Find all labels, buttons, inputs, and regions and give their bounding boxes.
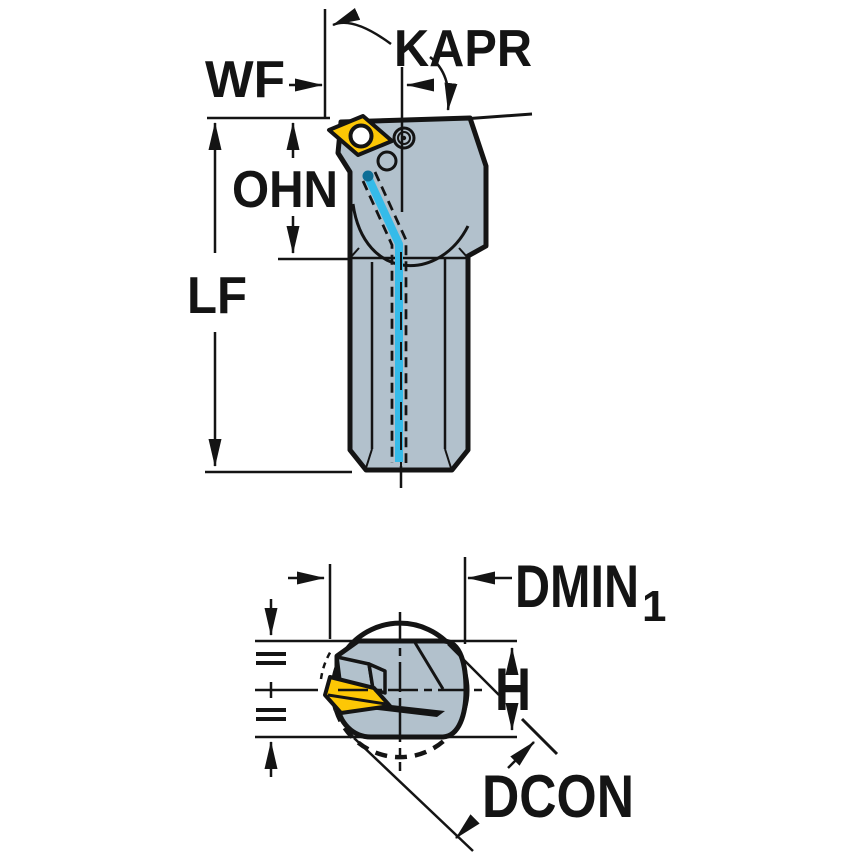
head-blend-arc: [351, 203, 470, 268]
pocket-edge-line: [412, 640, 445, 690]
lf-label: LF: [187, 267, 247, 325]
insert-hole: [348, 123, 374, 149]
dcon-arrow-upper: [507, 741, 535, 769]
shank-bottom-chamfer-right: [444, 448, 452, 469]
h-label: H: [495, 656, 531, 723]
insert-clearance-dash-arc: [319, 650, 333, 680]
clamp-screw-inner: [397, 131, 411, 145]
coolant-channel: [364, 175, 403, 462]
coolant-hidden-edge-left: [361, 180, 394, 463]
shank-top-chamfer-left: [349, 247, 360, 259]
dcon-label: DCON: [482, 763, 634, 830]
shank-top-chamfer-right: [458, 247, 469, 259]
ohn-label: OHN: [232, 161, 338, 219]
tool-body-outline: [335, 115, 489, 473]
end-view: DMIN 1 H DCON: [255, 553, 666, 852]
dcon-extension-lower: [353, 737, 474, 852]
pocket-hole: [376, 150, 398, 172]
dmin-subscript: 1: [642, 582, 666, 631]
dmin-label: DMIN: [515, 553, 639, 620]
clamp-screw-outer: [392, 126, 416, 150]
kapr-arc-to-edge: [429, 56, 458, 111]
kapr-arc-to-vertical: [332, 8, 392, 46]
insert-facet-line: [327, 693, 387, 706]
wf-label: WF: [205, 51, 285, 109]
coolant-nozzle: [362, 170, 374, 182]
dcon-extension-upper: [447, 643, 500, 696]
cutting-edge-extension-line: [462, 112, 533, 121]
kapr-label: KAPR: [394, 20, 532, 78]
side-view: WF KAPR OHN LF: [187, 8, 533, 488]
dcon-tick-upper: [520, 717, 559, 756]
dcon-arrow-lower: [455, 814, 480, 839]
cutting-insert-end: [323, 675, 392, 715]
coolant-hidden-edge-right: [373, 171, 408, 463]
shank-bottom-chamfer-left: [365, 448, 373, 469]
